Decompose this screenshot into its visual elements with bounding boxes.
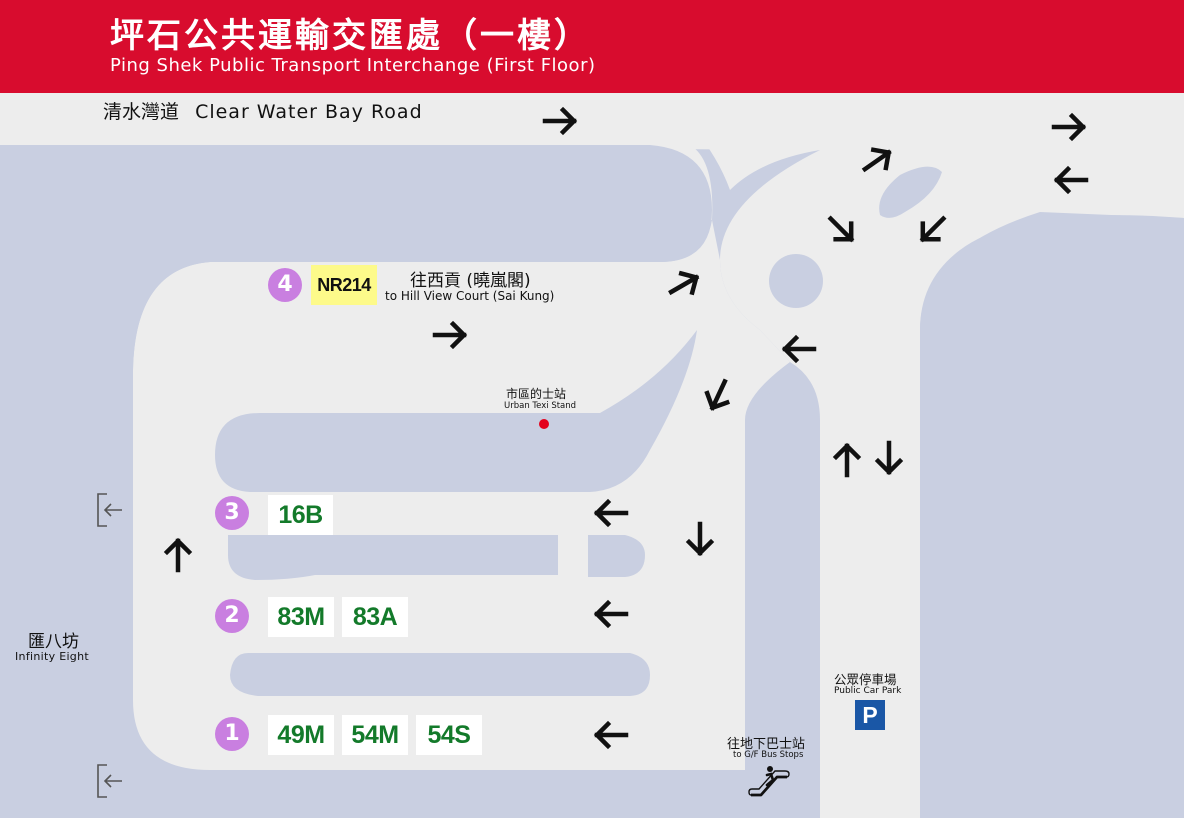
arrow-down-icon [680,520,720,560]
parking-icon: P [855,700,885,730]
arrow-left-icon [590,594,630,634]
route-83a[interactable]: 83A [342,597,408,637]
bay-4-destination-zh: 往西貢 (曉嵐閣) [410,271,531,291]
bay-2-badge: 2 [215,599,249,633]
car-park-label-en: Public Car Park [834,686,902,696]
arrow-right-icon [541,101,581,141]
route-49m[interactable]: 49M [268,715,334,755]
taxi-stand-label-en: Urban Texi Stand [504,401,577,411]
taxi-stand-label-zh: 市區的士站 [506,387,567,401]
bus-stops-label-zh: 往地下巴士站 [727,737,806,752]
exit-icon[interactable] [95,492,125,528]
arrow-down-icon [869,439,909,479]
route-54m[interactable]: 54M [342,715,408,755]
arrow-right-icon [1050,107,1090,147]
bay-1-badge: 1 [215,717,249,751]
exit-icon[interactable] [95,763,125,799]
bus-stops-label-en: to G/F Bus Stops [733,750,804,760]
page-title-en: Ping Shek Public Transport Interchange (… [110,55,596,76]
arrow-left-icon [590,715,630,755]
route-54s[interactable]: 54S [416,715,482,755]
infinity-eight-label-zh: 匯八坊 [28,632,79,652]
arrow-left-icon [778,329,818,369]
header-banner: 坪石公共運輸交匯處（一樓） Ping Shek Public Transport… [0,0,1184,93]
road-label-zh: 清水灣道 [103,101,180,123]
bay-4-destination-en: to Hill View Court (Sai Kung) [385,289,555,303]
arrow-left-icon [590,493,630,533]
bay-4-badge: 4 [268,268,302,302]
arrow-right-icon [431,315,471,355]
traffic-islands [0,93,1184,818]
arrow-down-left-icon [698,376,738,416]
route-nr214[interactable]: NR214 [311,265,377,305]
bay-3-badge: 3 [215,496,249,530]
road-label: 清水灣道 Clear Water Bay Road [103,97,423,124]
arrow-down-right-icon [822,210,862,250]
arrow-down-left-icon [912,210,952,250]
route-83m[interactable]: 83M [268,597,334,637]
car-park-label-zh: 公眾停車場 [834,672,897,687]
page-title-zh: 坪石公共運輸交匯處（一樓） [110,16,591,56]
escalator-icon[interactable] [748,765,790,799]
arrow-up-right-icon [665,264,705,304]
infinity-eight-label-en: Infinity Eight [15,650,89,663]
arrow-left-icon [1050,160,1090,200]
road-label-en: Clear Water Bay Road [195,101,423,123]
taxi-stand-marker [539,419,549,429]
route-16b[interactable]: 16B [268,495,333,535]
arrow-up-icon [158,534,198,574]
interchange-map [0,93,1184,818]
arrow-up-icon [827,439,867,479]
arrow-up-right-icon [858,140,898,180]
